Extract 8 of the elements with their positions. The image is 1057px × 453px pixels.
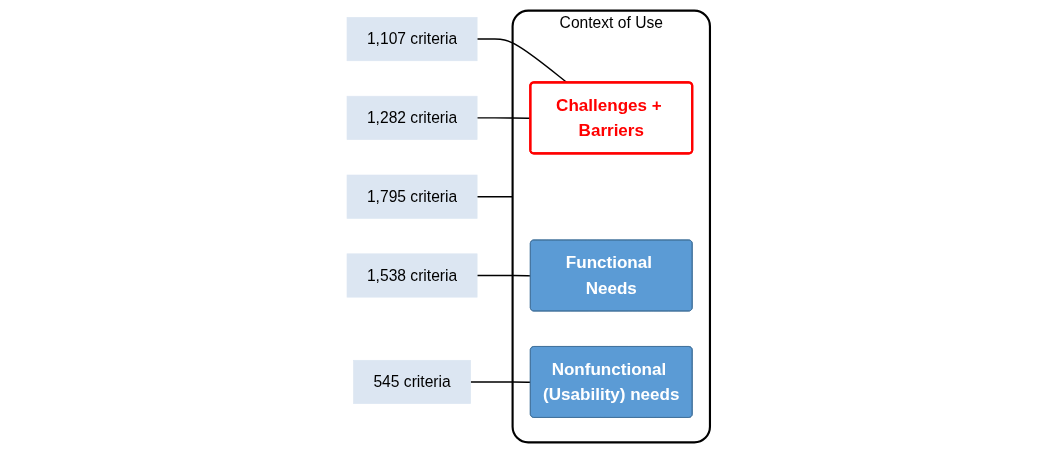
node-box: 1,282 criteria: [346, 95, 478, 140]
connector: [476, 274, 532, 277]
node-box: 1,795 criteria: [346, 174, 478, 219]
connector: [469, 381, 532, 384]
node-box: 1,538 criteria: [346, 253, 478, 298]
node-box: 1,107 criteria: [346, 17, 478, 62]
node-box: 545 criteria: [353, 359, 471, 404]
connector: [476, 195, 514, 198]
